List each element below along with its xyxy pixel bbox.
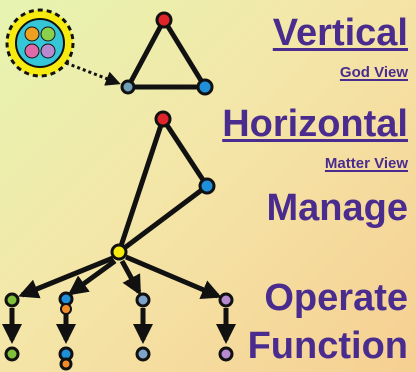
dotted-arrow [65, 61, 121, 86]
horizontal-triangle [110, 110, 216, 261]
operate-label: Operate [264, 277, 408, 319]
horizontal-label: Horizontal [222, 103, 408, 145]
vertical-label: Vertical [272, 12, 408, 54]
god-view-label: God View [339, 64, 408, 81]
vertical-triangle [120, 11, 214, 96]
down-arrows [2, 308, 236, 344]
god-circle [5, 8, 75, 78]
manage-label: Manage [266, 187, 408, 229]
function-nodes [4, 346, 234, 371]
matter-view-label: Matter View [324, 155, 408, 172]
function-label: Function [247, 325, 408, 367]
branch-arrows [18, 254, 222, 299]
operate-nodes [4, 291, 234, 308]
